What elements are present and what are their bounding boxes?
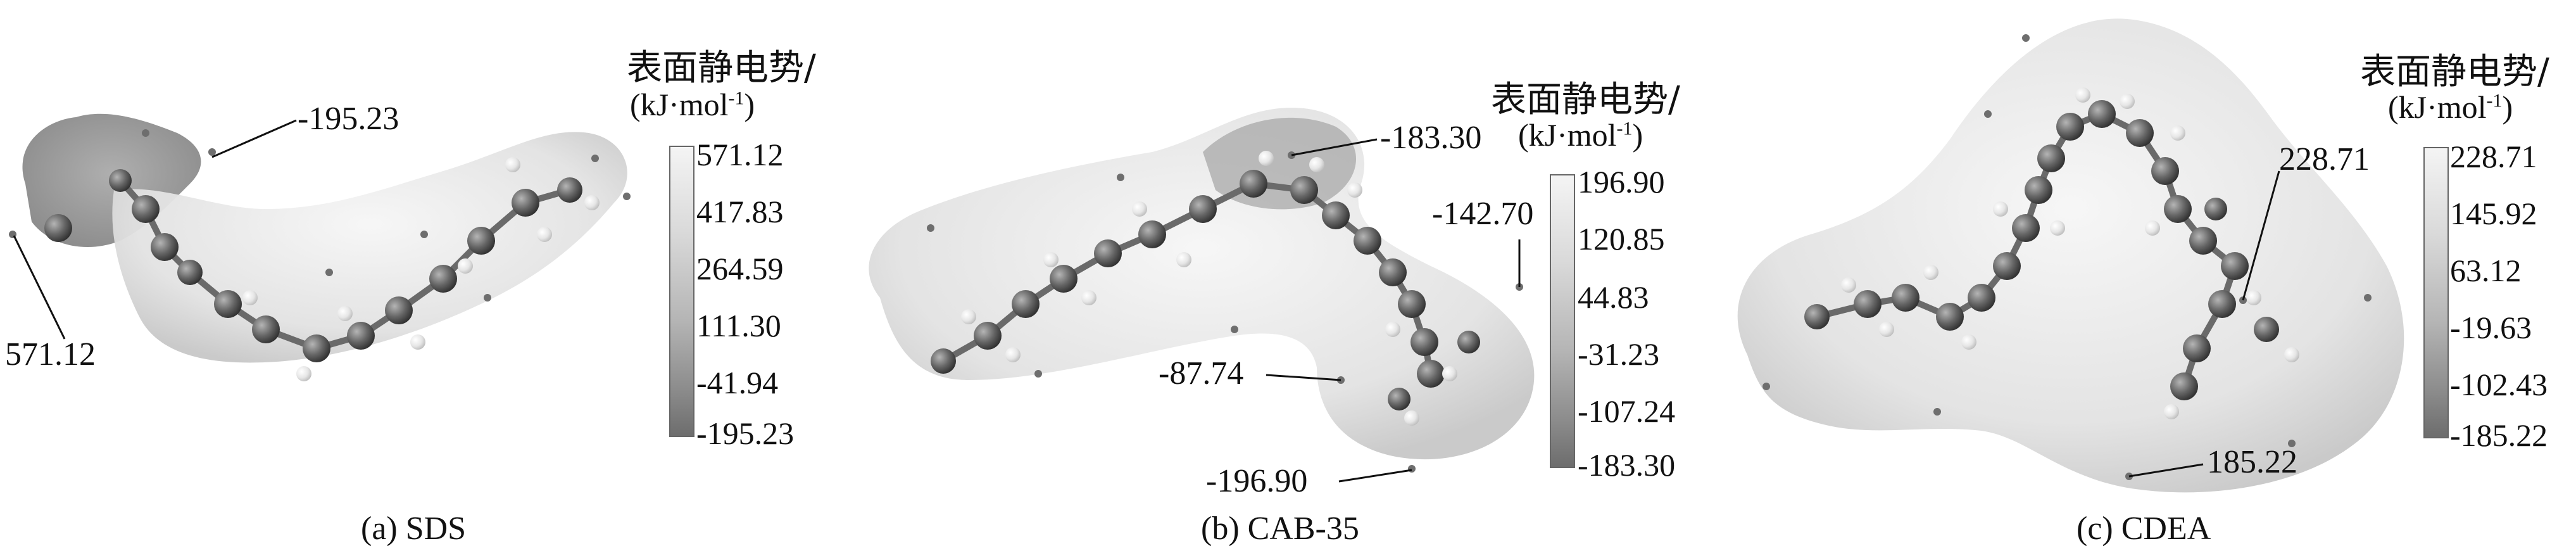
cab35-callout-4: -196.90 <box>1206 463 1308 499</box>
caption-a: (a) SDS <box>361 511 467 547</box>
cab35-tick: -107.24 <box>1578 393 1676 429</box>
sds-callout-max: 571.12 <box>5 336 96 372</box>
cab35-callout-2: -142.70 <box>1432 196 1534 232</box>
cdea-colorbar <box>2423 147 2449 438</box>
sds-molecule <box>9 113 631 381</box>
caption-c: (c) CDEA <box>2077 511 2211 547</box>
sds-tick: 264.59 <box>696 251 784 286</box>
sds-tick: -195.23 <box>696 416 795 451</box>
cab35-tick: 44.83 <box>1578 279 1649 315</box>
sds-tick: 417.83 <box>696 194 784 229</box>
sds-tick: -41.94 <box>696 365 779 400</box>
cdea-legend-unit: (kJ·mol-1) <box>2388 89 2513 125</box>
cdea-tick: -19.63 <box>2450 310 2532 345</box>
cab35-tick: 120.85 <box>1578 221 1665 257</box>
cab35-tick: -31.23 <box>1578 336 1660 372</box>
cab35-tick: -183.30 <box>1578 447 1676 483</box>
cdea-tick: -102.43 <box>2450 367 2548 402</box>
cab35-legend-title: 表面静电势/ <box>1491 79 1680 120</box>
cdea-tick: 145.92 <box>2450 196 2537 231</box>
cdea-tick: -185.22 <box>2450 417 2548 453</box>
cab35-colorbar <box>1550 174 1575 468</box>
cab35-callout-3: -87.74 <box>1159 355 1244 391</box>
cab35-molecule <box>869 108 1535 483</box>
sds-callout-min: -195.23 <box>298 101 399 137</box>
caption-b: (b) CAB-35 <box>1201 511 1359 547</box>
cdea-tick: 63.12 <box>2450 253 2522 288</box>
sds-colorbar <box>669 146 694 437</box>
cdea-legend-title: 表面静电势/ <box>2360 51 2549 92</box>
sds-legend-title: 表面静电势/ <box>627 48 816 89</box>
cab35-callout-1: -183.30 <box>1380 120 1482 156</box>
cdea-molecule <box>1737 18 2404 493</box>
cdea-tick: 228.71 <box>2450 139 2537 174</box>
cab35-tick: 196.90 <box>1578 164 1665 200</box>
cdea-callout-max: 228.71 <box>2279 141 2370 177</box>
sds-tick: 111.30 <box>696 308 781 343</box>
sds-tick: 571.12 <box>696 137 784 172</box>
cab35-legend-unit: (kJ·mol-1) <box>1518 117 1643 153</box>
sds-legend-unit: (kJ·mol-1) <box>630 87 755 122</box>
cdea-callout-min: 185.22 <box>2207 444 2297 480</box>
